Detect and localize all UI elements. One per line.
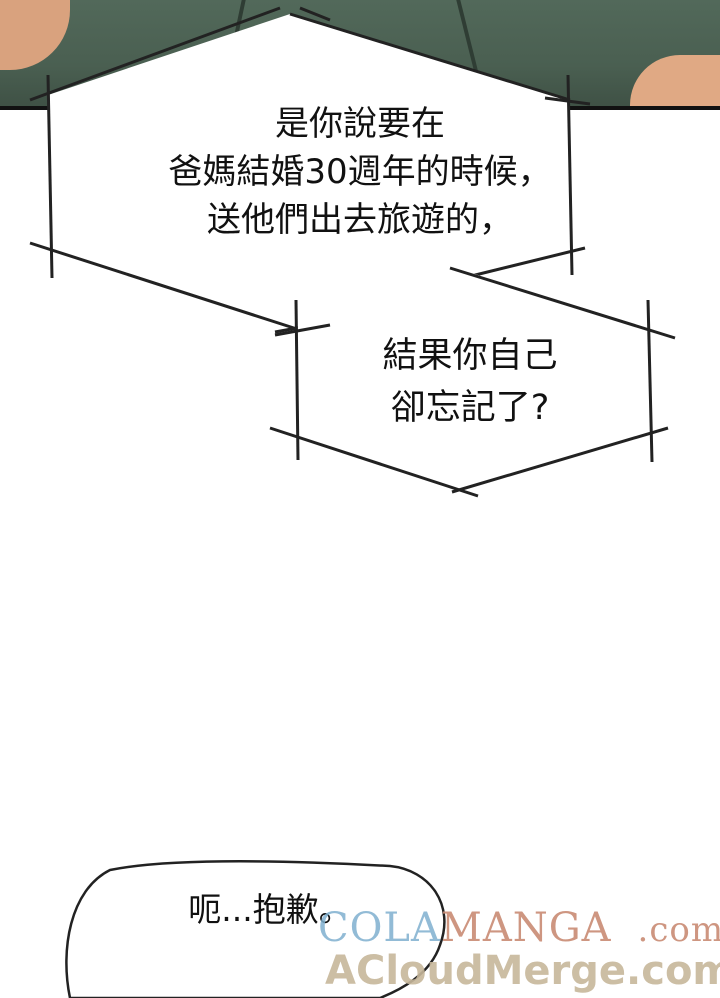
watermark-manga: MANGA <box>440 905 612 951</box>
watermark-line-2: ACloudMerge.com <box>325 948 720 994</box>
dialogue-line: 呃...抱歉。 <box>188 890 352 929</box>
dialogue-line: 是你說要在 <box>275 104 445 144</box>
watermark-cola: COLA <box>318 905 441 951</box>
watermark-dotcom: .com <box>637 910 720 950</box>
speech-text-2: 結果你自己 卻忘記了? <box>310 330 630 434</box>
speech-text-3: 呃...抱歉。 <box>90 888 450 932</box>
dialogue-line: 卻忘記了? <box>390 388 550 428</box>
watermark-line-1: COLAMANGA .com <box>318 905 720 951</box>
dialogue-line: 爸媽結婚30週年的時候， <box>168 152 552 192</box>
speech-bubble-3 <box>65 859 446 998</box>
dialogue-line: 送他們出去旅遊的， <box>207 200 513 240</box>
speech-bubble-2 <box>269 266 676 498</box>
speech-bubble-1 <box>29 6 591 334</box>
speech-text-1: 是你說要在 爸媽結婚30週年的時候， 送他們出去旅遊的， <box>60 100 660 244</box>
dialogue-line: 結果你自己 <box>382 336 558 376</box>
